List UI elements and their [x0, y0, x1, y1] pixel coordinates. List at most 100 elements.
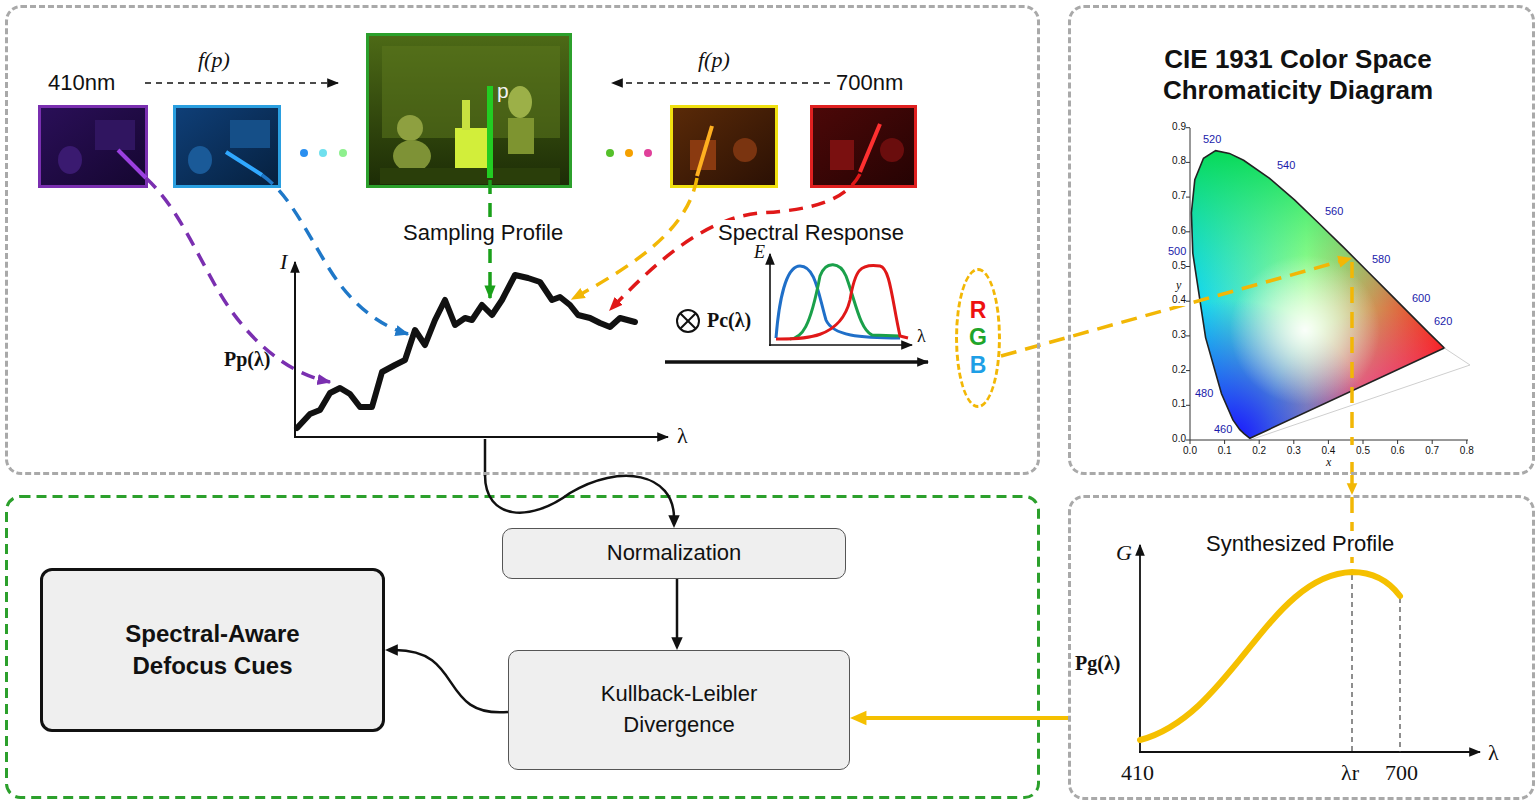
illustration-line — [484, 439, 487, 476]
illustration-path — [790, 265, 900, 339]
illustration-path — [1186, 128, 1467, 444]
plot-label: 580 — [1372, 253, 1390, 266]
illustration-line — [294, 262, 296, 438]
connector — [1001, 256, 1352, 356]
axis-tick: 0.8 — [1160, 155, 1186, 167]
illustration-ellipse — [393, 140, 431, 172]
panel-title: CIE 1931 Color Space Chromaticity Diagra… — [1133, 44, 1463, 106]
axis-tick: 0.4 — [1315, 445, 1341, 457]
axis-tick: 0.0 — [1177, 445, 1203, 457]
illustration-rect — [7, 497, 1039, 798]
connector-line — [485, 475, 674, 518]
illustration-rect — [812, 107, 916, 187]
plot-label: x — [1326, 456, 1331, 470]
illustration-circle — [733, 138, 757, 162]
axis-tick: 0.5 — [1350, 445, 1376, 457]
axis-tick: 0.1 — [1212, 445, 1238, 457]
axis-tick: 0.9 — [1160, 121, 1186, 133]
axis-tick: 0.6 — [1385, 445, 1411, 457]
panel: CIE 1931 Color Space Chromaticity Diagra… — [1068, 5, 1535, 475]
arrowhead — [668, 515, 679, 528]
connector-line — [676, 579, 679, 640]
plot-label: 520 — [1203, 133, 1221, 146]
illustration-line — [1190, 128, 1191, 440]
illustration-path — [572, 178, 697, 299]
illustration-polyline — [297, 275, 635, 428]
plot-label: 410 — [1121, 760, 1154, 785]
plot-label: Pg(λ) — [1075, 652, 1120, 675]
plot-label: λ — [917, 326, 926, 347]
box-text: Normalization — [607, 540, 742, 566]
arrowhead — [1337, 256, 1352, 268]
illustration-line — [680, 313, 696, 329]
plot-label: 460 — [1214, 423, 1232, 436]
illustration-path — [776, 266, 900, 338]
process-box: Kullback-Leibler Divergence — [508, 650, 850, 770]
illustration-rect — [95, 120, 135, 150]
rgb-ellipse: RGB — [955, 268, 1001, 408]
arrowhead — [850, 711, 866, 726]
arrowhead — [1347, 483, 1358, 495]
plot-label: G — [1116, 540, 1132, 565]
illustration-circle — [644, 149, 652, 157]
connector — [671, 579, 682, 650]
plot-label: λ — [1488, 740, 1499, 765]
box-text: Spectral-Aware Defocus Cues — [88, 618, 338, 683]
illustration-line — [145, 82, 338, 84]
illustration-line — [680, 313, 696, 329]
panel: Synthesized Profile — [1068, 495, 1535, 800]
plot-label: Pp(λ) — [224, 348, 270, 371]
illustration-line — [665, 360, 928, 364]
axis-tick: 0.4 — [1160, 294, 1186, 306]
illustration-line — [860, 124, 880, 172]
illustration-line — [697, 126, 712, 176]
plot-label: f(p) — [698, 47, 730, 72]
connector — [850, 711, 1068, 726]
illustration-circle — [300, 149, 308, 157]
plot-label: λ — [677, 423, 688, 448]
illustration-line — [118, 150, 146, 178]
illustration-circle — [606, 149, 614, 157]
plot-label: p — [497, 79, 509, 103]
illustration-path — [262, 175, 408, 334]
illustration-line — [226, 152, 262, 175]
plot-label: f(p) — [198, 47, 230, 72]
plot-label: 500 — [1168, 245, 1186, 258]
illustration-line — [1139, 751, 1480, 753]
plot-label: y — [1176, 279, 1181, 293]
illustration-line — [1139, 545, 1141, 753]
illustration-line — [1351, 575, 1352, 752]
illustration-line — [1399, 598, 1400, 752]
axis-tick: 0.2 — [1246, 445, 1272, 457]
plot-label: I — [280, 249, 287, 274]
plot-label: Pc(λ) — [707, 309, 751, 332]
axis-tick: 0.1 — [1160, 398, 1186, 410]
illustration-ellipse — [508, 86, 532, 118]
connector — [385, 644, 508, 712]
illustration-circle — [339, 149, 347, 157]
illustration-line — [294, 436, 668, 438]
illustration-rect — [455, 128, 489, 168]
connector-line — [864, 716, 1068, 720]
axis-tick: 0.0 — [1160, 433, 1186, 445]
plot-label: λr — [1341, 760, 1359, 785]
plot-title: Synthesized Profile — [1203, 531, 1397, 557]
illustration-rect — [508, 118, 534, 154]
illustration-line — [769, 344, 912, 346]
axis-tick: 0.7 — [1419, 445, 1445, 457]
illustration-path — [1140, 572, 1400, 740]
illustration-rect — [40, 107, 147, 187]
output-box: Spectral-Aware Defocus Cues — [40, 568, 385, 732]
connector-line — [395, 650, 508, 712]
connector-line — [1001, 261, 1341, 356]
axis-tick: 0.3 — [1160, 329, 1186, 341]
plot-title: Sampling Profile — [400, 220, 566, 246]
channel-letter: B — [970, 352, 987, 380]
plot-label: 540 — [1277, 159, 1295, 172]
illustration-rect — [462, 100, 470, 130]
illustration-ellipse — [188, 146, 212, 174]
plot-label: 600 — [1412, 292, 1430, 305]
axis-tick: 0.7 — [1160, 190, 1186, 202]
illustration-circle — [625, 149, 633, 157]
